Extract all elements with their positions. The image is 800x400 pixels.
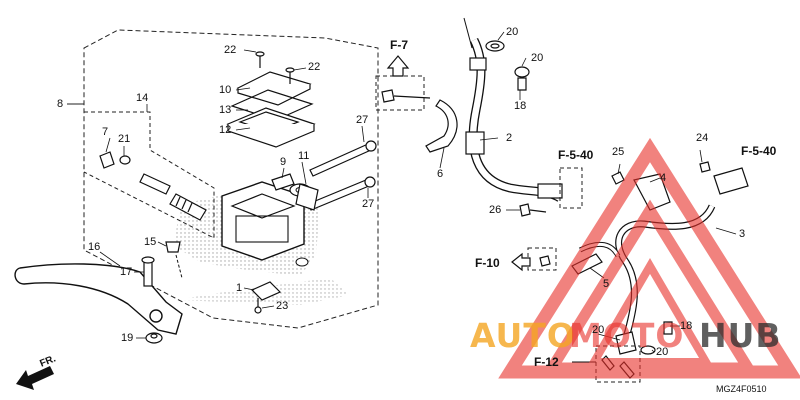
callout-4: 4: [660, 172, 667, 184]
callout-24: 24: [696, 132, 709, 144]
hose-clamp-6: [425, 99, 458, 153]
bolts-27: [307, 140, 377, 211]
callout-20-bottom: 20: [656, 346, 669, 358]
brake-hose-upper: [465, 37, 563, 202]
master-cylinder-body: [174, 181, 350, 305]
callout-18-top: 18: [514, 100, 527, 112]
callout-20-top: 20: [506, 26, 519, 38]
callout-20-lower-left: 20: [592, 324, 605, 336]
f10-arrow: [511, 252, 531, 272]
callout-5: 5: [603, 278, 610, 290]
callout-25: 25: [612, 146, 625, 158]
callout-16: 16: [88, 241, 101, 253]
callout-10: 10: [219, 84, 232, 96]
f7-arrow: [386, 55, 410, 77]
callout-27-top: 27: [356, 114, 369, 126]
reservoir-cover: [226, 71, 316, 148]
callout-14: 14: [136, 92, 149, 104]
callout-11: 11: [298, 150, 310, 162]
callout-9: 9: [280, 156, 287, 168]
ref-f7: F-7: [390, 38, 408, 52]
ref-f12: F-12: [534, 355, 559, 369]
pivot-hardware: [141, 241, 181, 344]
callout-20-second: 20: [531, 52, 544, 64]
watermark-word-hub: HUB: [699, 316, 782, 355]
callout-15: 15: [144, 236, 157, 248]
callout-22-top: 22: [224, 44, 237, 56]
watermark-word-moto: MOTO: [569, 316, 685, 355]
callout-2: 2: [506, 132, 513, 144]
brake-lever: [14, 263, 183, 335]
assembly-boundary: [83, 29, 379, 329]
banjo-fittings: [485, 40, 530, 91]
reference-bolt: [381, 89, 431, 103]
ref-f5-40-left: F-5-40: [558, 148, 594, 162]
callout-22-right: 22: [308, 61, 321, 73]
callout-21: 21: [118, 133, 131, 145]
callout-18-bottom: 18: [680, 320, 693, 332]
bolt-26: [519, 203, 547, 217]
callout-27-bottom: 27: [362, 198, 375, 210]
ref-f10: F-10: [475, 256, 500, 270]
callout-17: 17: [120, 266, 133, 278]
callout-7: 7: [102, 126, 109, 138]
callout-26: 26: [489, 204, 502, 216]
valve-joint: [611, 161, 749, 211]
callout-6: 6: [437, 168, 444, 180]
ref-f5-40-right: F-5-40: [741, 144, 777, 158]
switch-9-11: [271, 173, 319, 211]
watermark-word-auto: AUTO: [470, 316, 576, 355]
bracket-1: [250, 281, 282, 314]
callout-1: 1: [236, 282, 243, 294]
callout-13: 13: [219, 104, 232, 116]
callout-23: 23: [276, 300, 289, 312]
watermark-logo: [498, 137, 800, 379]
callout-12: 12: [219, 124, 232, 136]
callout-19: 19: [121, 332, 134, 344]
front-arrow: [16, 366, 54, 390]
diagram-code: MGZ4F0510: [716, 384, 767, 394]
callout-3: 3: [739, 228, 746, 240]
callout-8: 8: [57, 98, 64, 110]
piston-set: [99, 151, 207, 221]
